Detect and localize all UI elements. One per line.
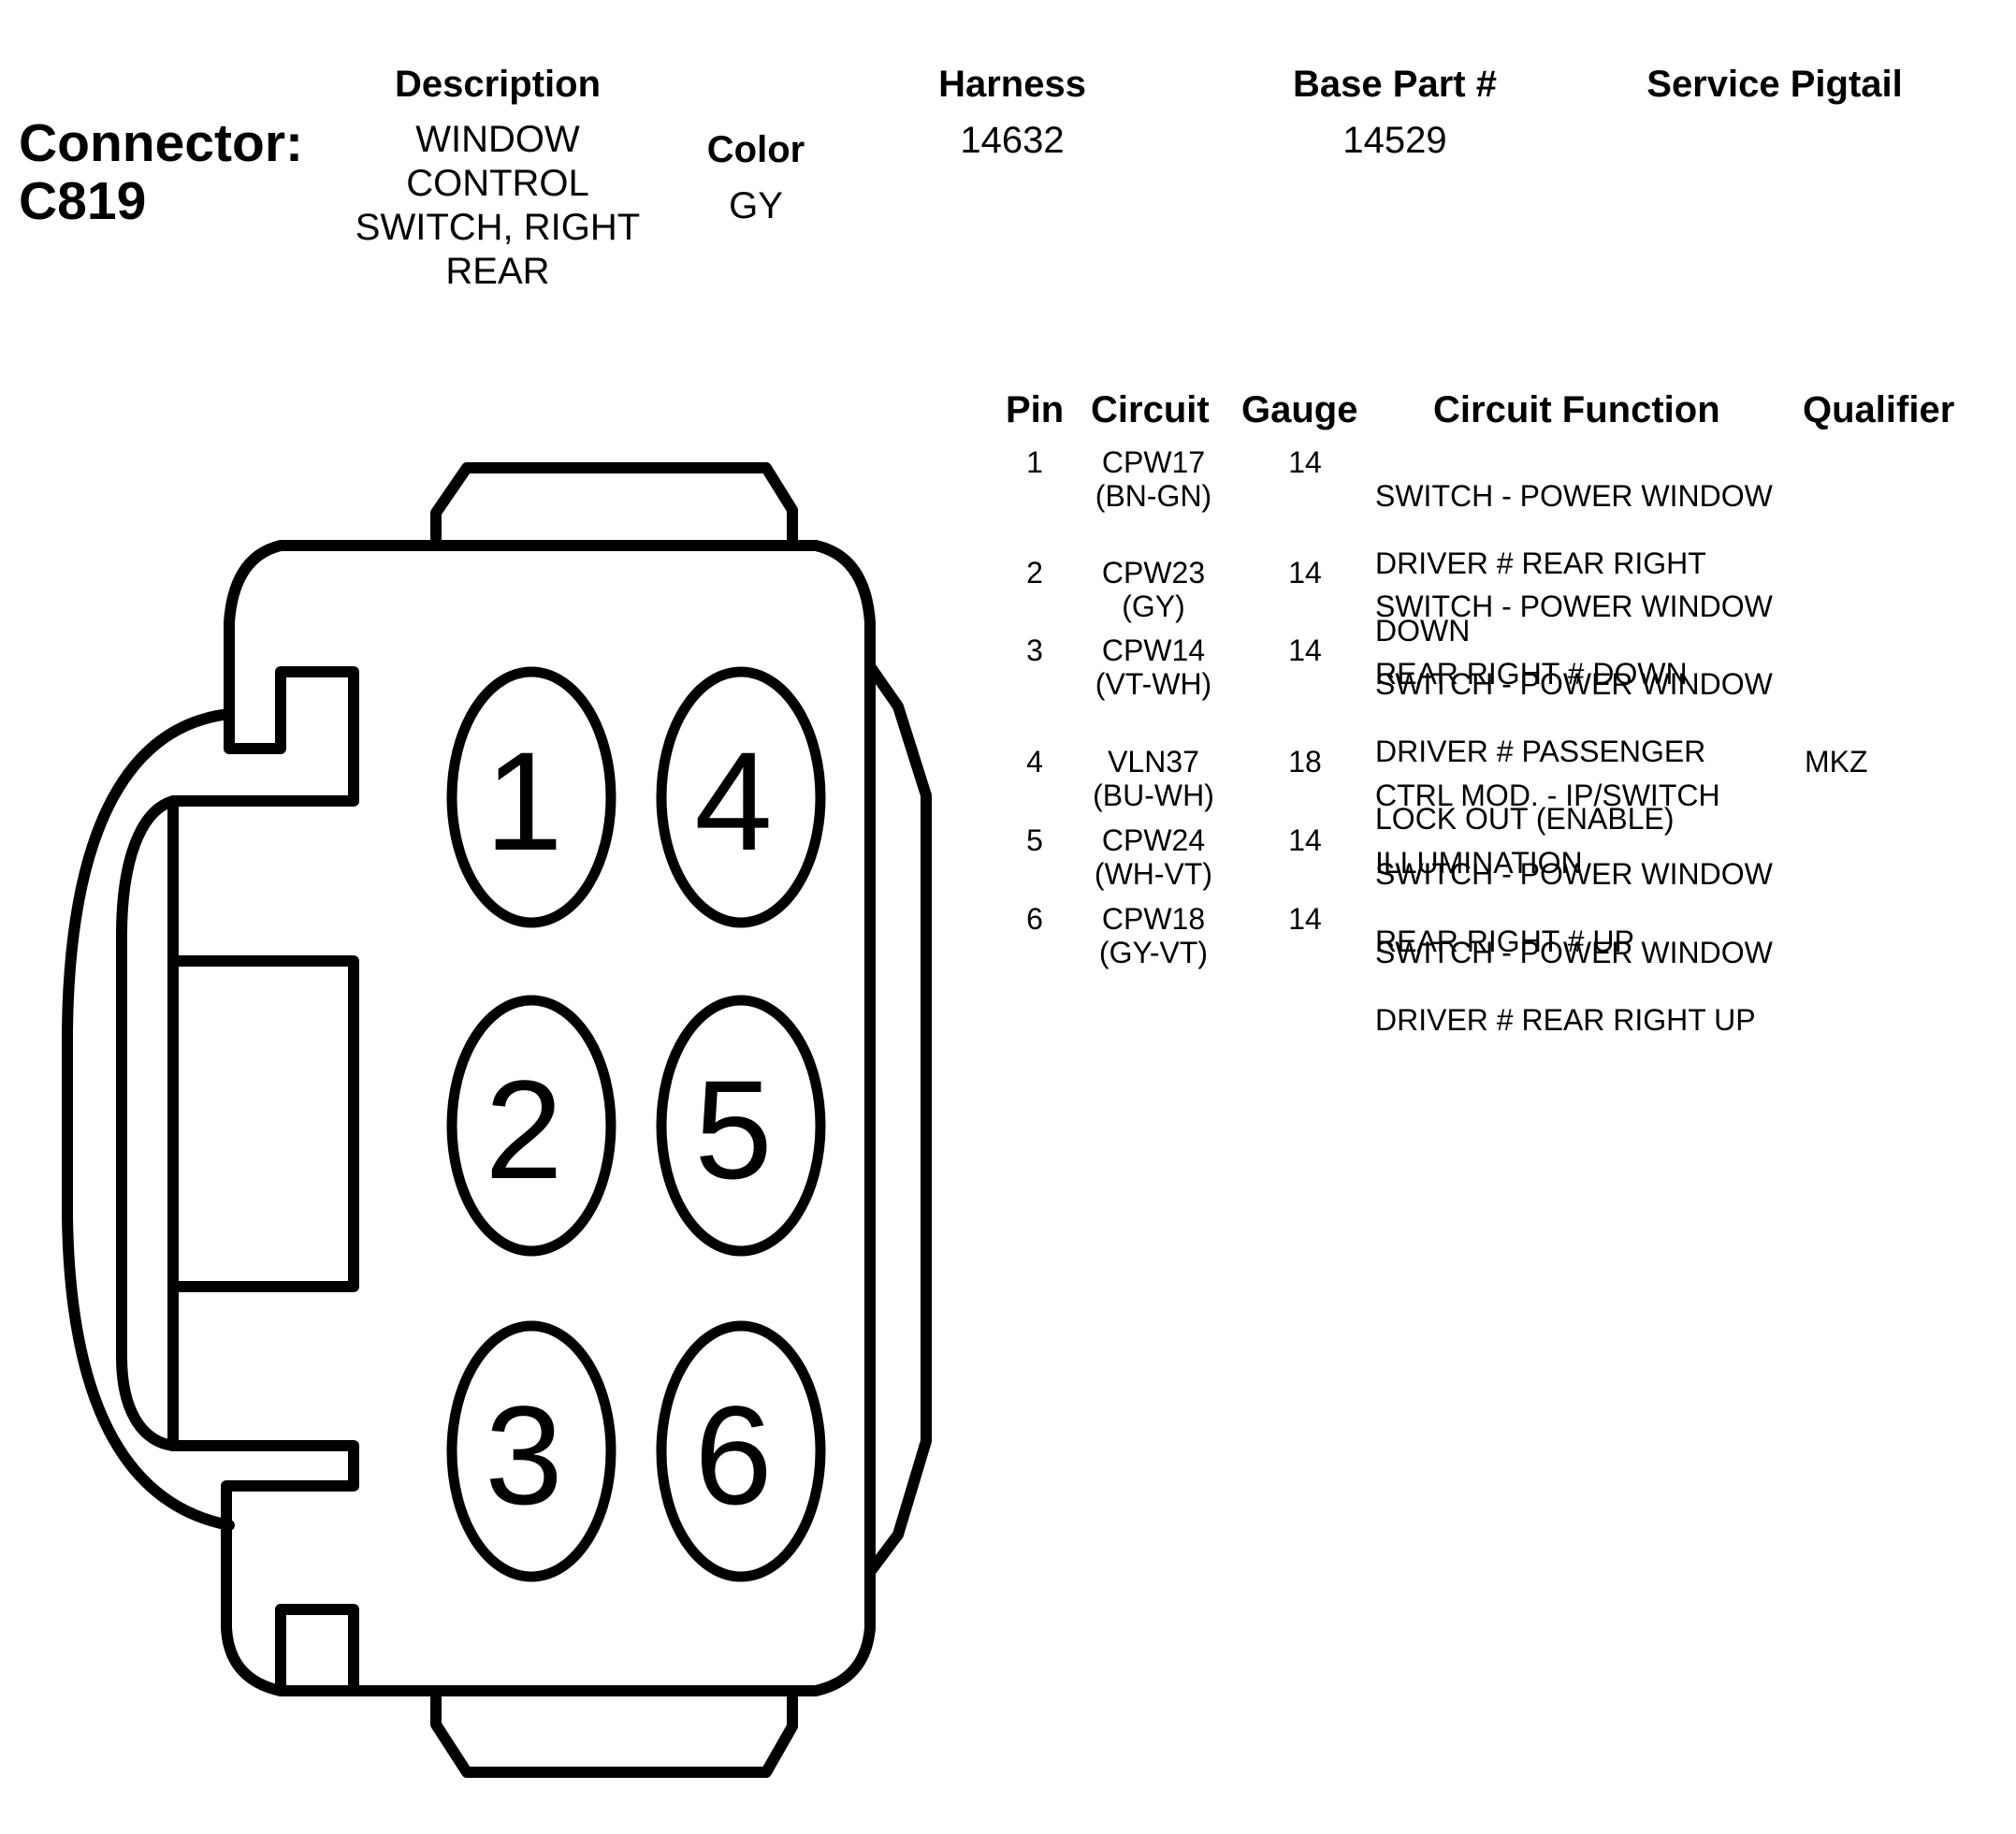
pin-cavity-3 [446, 1320, 616, 1582]
right-rib [864, 661, 932, 1578]
harness-heading: Harness [938, 64, 1086, 105]
pin-number: 2 [1026, 556, 1043, 590]
description-line: REAR [445, 251, 550, 292]
function-line: REAR RIGHT # DOWN [1375, 657, 1688, 691]
pin-label-2: 2 [485, 1051, 562, 1208]
pin-label-6: 6 [694, 1376, 772, 1534]
gauge-value: 14 [1288, 445, 1322, 479]
wire-color: (GY) [1122, 590, 1185, 623]
description-line: SWITCH, RIGHT [355, 207, 641, 248]
wire-color: (WH-VT) [1094, 857, 1213, 891]
circuit-cell: CPW23 (GY) [1071, 556, 1236, 623]
wire-color: (BN-GN) [1095, 479, 1212, 513]
mid-key [167, 955, 359, 1292]
function-line: ILLUMINATION [1375, 846, 1583, 880]
circuit-id: CPW24 [1101, 823, 1206, 857]
function-line: DRIVER # REAR RIGHT UP [1375, 1003, 1756, 1037]
connector-title: Connector: C819 [19, 114, 303, 230]
circuit-id: VLN37 [1108, 745, 1199, 779]
pin-cavity-5 [656, 995, 826, 1257]
function-line: SWITCH - POWER WINDOW [1375, 857, 1773, 891]
pin-label-5: 5 [694, 1051, 772, 1208]
service-pigtail-heading: Service Pigtail [1646, 64, 1903, 105]
pin-number: 6 [1026, 902, 1043, 936]
circuit-function: SWITCH - POWER WINDOW REAR RIGHT # UP [1375, 823, 1806, 992]
pin-cavity-6 [656, 1320, 826, 1582]
function-line: LOCK OUT (ENABLE) [1375, 802, 1675, 836]
table-header-qualifier: Qualifier [1803, 389, 1955, 430]
circuit-cell: CPW24 (WH-VT) [1071, 823, 1236, 891]
pin-label-1: 1 [485, 722, 562, 880]
color-value: GY [729, 185, 783, 226]
qualifier-value: MKZ [1805, 745, 1868, 779]
circuit-function: CTRL MOD. - IP/SWITCH ILLUMINATION [1375, 745, 1806, 913]
wire-color: (VT-WH) [1095, 667, 1212, 701]
bottom-left-tab [275, 1604, 359, 1696]
pin-cavity-2 [446, 995, 616, 1257]
base-part-value: 14529 [1342, 120, 1447, 161]
table-header-circuit: Circuit [1091, 389, 1210, 430]
table-header-gauge: Gauge [1241, 389, 1358, 430]
lever-inner [116, 795, 179, 1451]
connector-face-diagram: 1 4 2 5 3 6 [62, 462, 932, 1778]
function-line: CTRL MOD. - IP/SWITCH [1375, 779, 1720, 812]
circuit-function: SWITCH - POWER WINDOW REAR RIGHT # DOWN [1375, 556, 1806, 724]
function-line: SWITCH - POWER WINDOW [1375, 479, 1773, 513]
bottom-latch [430, 1685, 798, 1778]
gauge-value: 14 [1288, 902, 1322, 936]
lever-outer [62, 708, 235, 1531]
circuit-cell: CPW18 (GY-VT) [1071, 902, 1236, 969]
wire-color: (GY-VT) [1098, 936, 1209, 969]
top-latch [430, 462, 798, 551]
function-line: DOWN [1375, 614, 1471, 648]
table-header-pin: Pin [1006, 389, 1065, 430]
table-header-circuit-function: Circuit Function [1433, 389, 1720, 430]
pin-cavity-4 [656, 666, 826, 928]
circuit-function: SWITCH - POWER WINDOW DRIVER # REAR RIGH… [1375, 902, 1806, 1070]
circuit-id: CPW17 [1101, 445, 1206, 479]
gauge-value: 14 [1288, 633, 1322, 667]
gauge-value: 14 [1288, 556, 1322, 590]
circuit-id: CPW14 [1101, 633, 1206, 667]
circuit-cell: CPW14 (VT-WH) [1071, 633, 1236, 701]
connector-id: C819 [19, 171, 147, 231]
circuit-id: CPW18 [1101, 902, 1206, 936]
color-heading: Color [706, 129, 805, 170]
wire-color: (BU-WH) [1093, 779, 1214, 812]
gauge-value: 18 [1288, 745, 1322, 779]
function-line: SWITCH - POWER WINDOW [1375, 667, 1773, 701]
gauge-value: 14 [1288, 823, 1322, 857]
circuit-cell: CPW17 (BN-GN) [1071, 445, 1236, 513]
pin-number: 5 [1026, 823, 1043, 857]
description-value: WINDOW CONTROL SWITCH, RIGHT REAR [311, 118, 685, 294]
circuit-function: SWITCH - POWER WINDOW DRIVER # PASSENGER… [1375, 633, 1806, 869]
base-part-heading: Base Part # [1293, 64, 1497, 105]
connector-body [167, 540, 876, 1696]
pin-cavity-1 [446, 666, 616, 928]
function-line: DRIVER # REAR RIGHT [1375, 546, 1706, 580]
description-heading: Description [394, 64, 602, 105]
description-line: WINDOW [415, 119, 580, 160]
circuit-cell: VLN37 (BU-WH) [1071, 745, 1236, 812]
function-line: SWITCH - POWER WINDOW [1375, 936, 1773, 969]
function-line: SWITCH - POWER WINDOW [1375, 590, 1773, 623]
harness-value: 14632 [960, 120, 1065, 161]
circuit-id: CPW23 [1101, 556, 1206, 590]
description-line: CONTROL [406, 163, 589, 204]
pin-number: 3 [1026, 633, 1043, 667]
pin-label-3: 3 [485, 1376, 562, 1534]
pin-number: 4 [1026, 745, 1043, 779]
pin-label-4: 4 [694, 722, 772, 880]
circuit-function: SWITCH - POWER WINDOW DRIVER # REAR RIGH… [1375, 445, 1806, 681]
connector-label: Connector: [19, 113, 303, 173]
function-line: DRIVER # PASSENGER [1375, 735, 1706, 768]
pin-number: 1 [1026, 445, 1043, 479]
function-line: REAR RIGHT # UP [1375, 924, 1634, 958]
